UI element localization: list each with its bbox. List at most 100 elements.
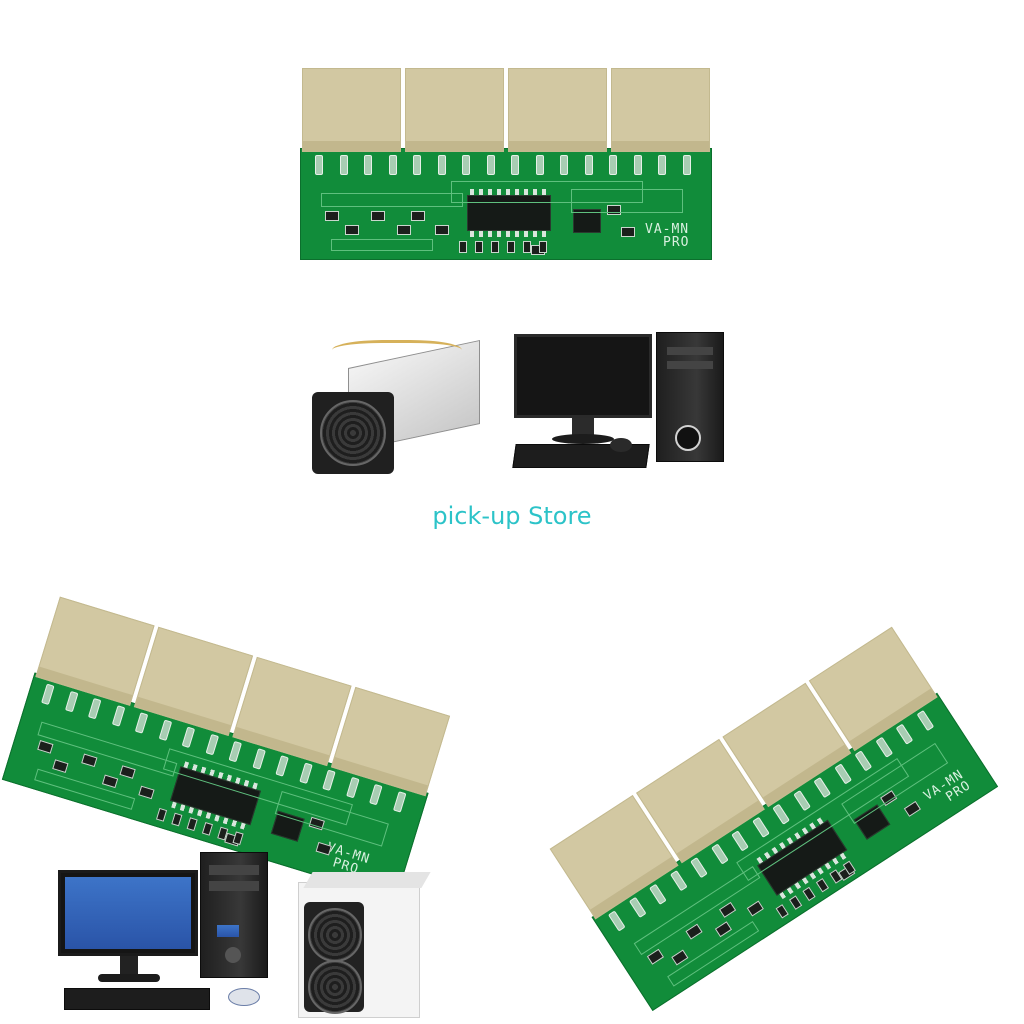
- connector-pin: [364, 155, 372, 175]
- asic-miner-icon: [308, 334, 488, 484]
- connector-pin: [251, 748, 266, 770]
- connector-pin: [710, 843, 729, 865]
- connector-pin: [87, 697, 102, 720]
- connector-pin: [345, 776, 360, 799]
- smd-component: [607, 205, 621, 215]
- connector-pin: [111, 705, 125, 727]
- connector-pin: [751, 817, 770, 839]
- connector-pin: [813, 777, 832, 799]
- connector-pin: [658, 155, 666, 175]
- connector-pin: [875, 736, 893, 759]
- pcb-trace: [571, 189, 683, 213]
- smd-component: [81, 753, 98, 768]
- connector-pin: [895, 723, 914, 745]
- smd-pad: [507, 241, 515, 253]
- connector-pin: [854, 750, 873, 772]
- connector-pin: [275, 755, 289, 777]
- smd-component: [325, 211, 339, 221]
- mouse-icon: [228, 988, 260, 1006]
- smd-component: [119, 765, 136, 779]
- monitor-icon: [514, 334, 652, 454]
- connector-pin: [315, 155, 323, 175]
- connector-pin: [584, 155, 593, 175]
- smd-component: [345, 225, 359, 235]
- smd-pad: [186, 817, 198, 832]
- connector-pin: [772, 803, 790, 825]
- connector-pin: [437, 155, 446, 175]
- connector-pin: [535, 155, 544, 175]
- smd-component: [718, 901, 737, 918]
- pc-tower-icon: [656, 332, 724, 462]
- connector-pin: [669, 870, 688, 892]
- pc-tower-icon: [200, 852, 268, 978]
- connector-pin: [369, 783, 383, 806]
- connector-pin: [388, 155, 397, 175]
- mouse-icon: [610, 438, 632, 452]
- smd-pad: [171, 812, 183, 827]
- smd-component: [371, 211, 385, 221]
- connector-pin: [392, 791, 407, 813]
- smd-component: [37, 740, 54, 754]
- smd-pad: [491, 241, 499, 253]
- smd-pad: [523, 241, 531, 253]
- rj45-jack: [611, 68, 710, 152]
- smd-pad: [459, 241, 467, 253]
- rj45-jack: [302, 68, 401, 152]
- connector-pin: [833, 763, 852, 785]
- smd-component: [52, 759, 69, 773]
- smd-component: [101, 774, 119, 789]
- store-caption: pick-up Store: [432, 502, 592, 530]
- smd-component: [138, 785, 155, 800]
- smd-pad: [475, 241, 483, 253]
- connector-pin: [916, 710, 934, 732]
- smd-pad: [788, 895, 803, 910]
- smd-component: [397, 225, 411, 235]
- connector-pin: [792, 790, 811, 812]
- monitor-icon: [58, 870, 198, 990]
- connector-pin: [649, 883, 667, 905]
- connector-pin: [628, 897, 647, 919]
- smd-component: [621, 227, 635, 237]
- pcb-trace: [331, 239, 433, 251]
- connector-pin: [486, 155, 495, 175]
- connector-pin: [682, 155, 691, 175]
- smd-pad: [232, 831, 244, 846]
- rj45-jack: [405, 68, 504, 152]
- smd-pad: [539, 241, 547, 253]
- connector-pin: [322, 769, 336, 792]
- connector-pin: [181, 726, 196, 749]
- connector-pin: [64, 690, 78, 713]
- connector-pin: [462, 155, 470, 175]
- connector-pin: [731, 830, 749, 852]
- smd-component: [685, 923, 703, 940]
- smd-pad: [802, 886, 816, 902]
- rj45-jack: [508, 68, 607, 152]
- smd-component: [411, 211, 425, 221]
- connector-pin: [511, 155, 519, 175]
- smd-pad: [815, 877, 830, 893]
- connector-pin: [560, 155, 568, 175]
- connector-pin: [205, 733, 219, 756]
- connector-pin: [298, 762, 313, 784]
- connector-pin: [41, 683, 55, 706]
- smd-component: [646, 948, 665, 965]
- miner-and-desktop-image: [300, 326, 730, 486]
- connector-pin: [158, 719, 172, 741]
- smd-pad: [201, 821, 214, 836]
- connector-pin: [633, 155, 642, 175]
- silkscreen-line1: VA-MN: [645, 222, 690, 237]
- connector-pin: [134, 712, 149, 734]
- connector-pin: [339, 155, 348, 175]
- connector-pin: [607, 910, 626, 932]
- main-ic-chip: [467, 189, 551, 237]
- smd-component: [903, 800, 921, 817]
- connector-pin: [690, 857, 708, 879]
- connector-pin: [609, 155, 617, 175]
- desktop-and-miner-image: [54, 848, 434, 1018]
- smd-pad: [775, 904, 789, 919]
- asic-miner-icon: [298, 872, 431, 1018]
